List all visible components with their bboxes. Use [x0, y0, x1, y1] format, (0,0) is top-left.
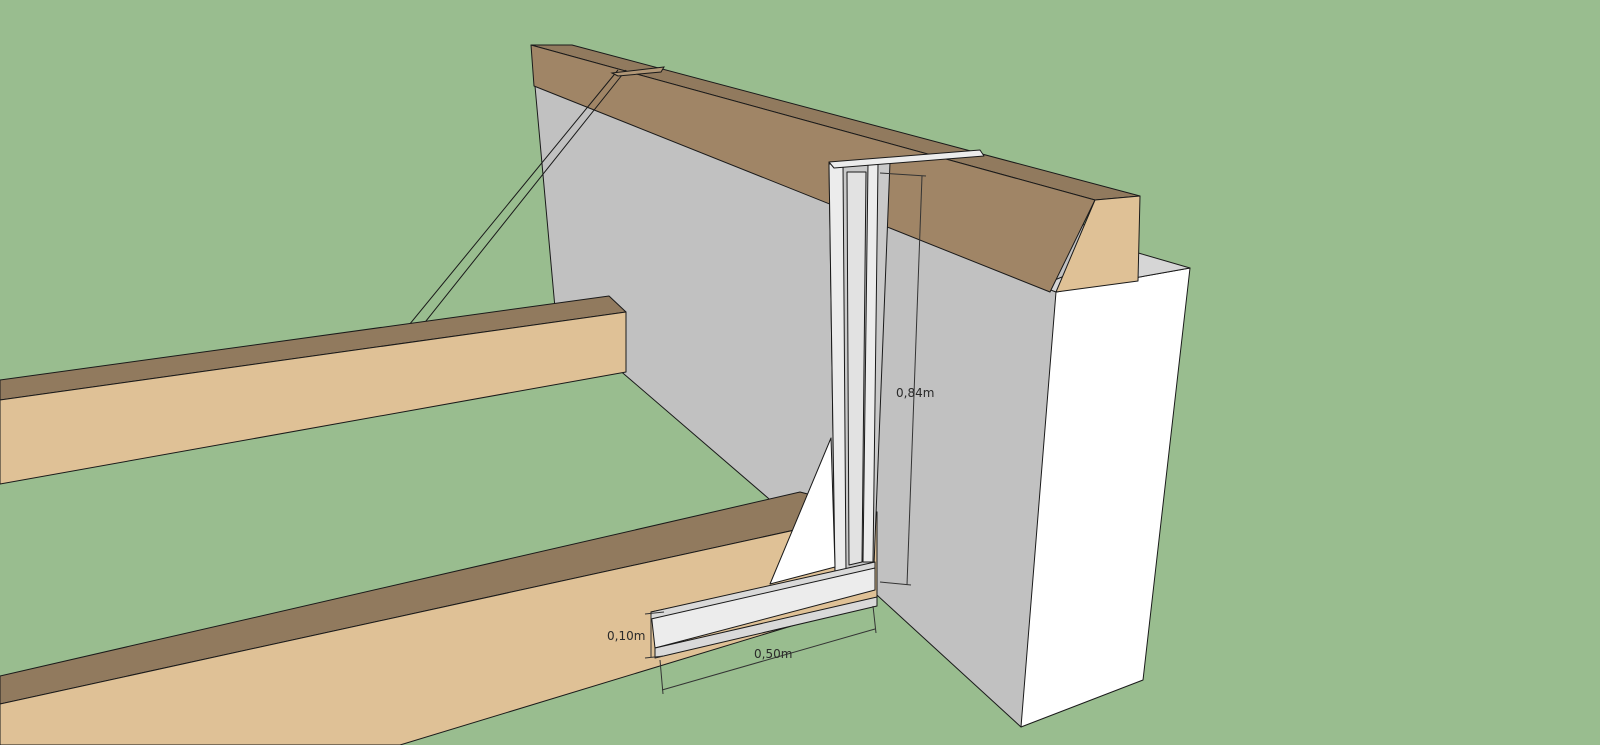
dim-label-flange: 0,10m [607, 629, 645, 643]
dim-line-horizontal [661, 628, 876, 691]
dim-ext-flange-bottom [644, 655, 665, 659]
dim-ext-vertical-bottom [879, 581, 912, 586]
dim-label-horizontal: 0,50m [754, 647, 792, 661]
bracket-horizontal-bottom-lip [654, 596, 878, 659]
top-beam-end [1055, 195, 1141, 293]
bracket-gusset [769, 437, 836, 585]
dim-ext-vertical-top [879, 172, 927, 177]
dim-ext-flange-top [644, 611, 665, 615]
bracket-top-flange [828, 149, 985, 169]
middle-beam-front [0, 311, 627, 485]
strap-top-plate [610, 66, 665, 77]
dim-ext-horizontal-right [872, 605, 877, 634]
bracket-vertical-channel [846, 171, 867, 566]
dim-label-vertical: 0,84m [896, 386, 934, 400]
dim-line-vertical [906, 175, 923, 586]
dim-ext-horizontal-left [659, 659, 664, 695]
front-beam-face [0, 511, 878, 745]
top-beam-front [530, 44, 1096, 293]
